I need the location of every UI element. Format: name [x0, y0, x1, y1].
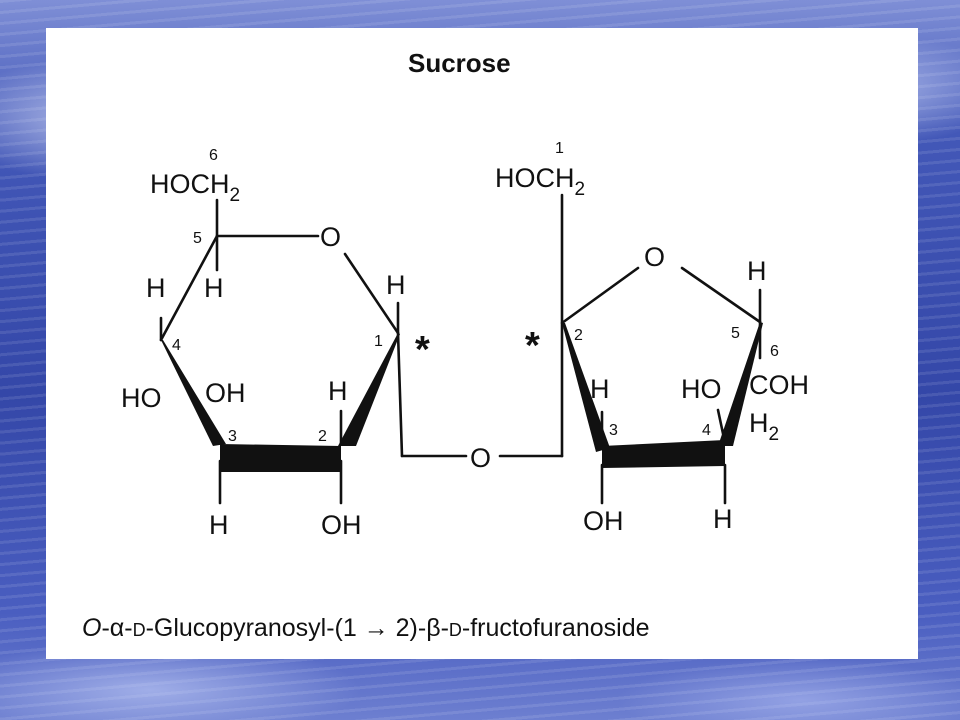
fructose-ring-oxygen: O: [644, 242, 665, 272]
glycosidic-oxygen: O: [470, 443, 491, 473]
fructose-c2-label: 2: [574, 327, 583, 344]
fructose-h-c4-bottom: H: [713, 504, 733, 534]
glucose-oh-c3: OH: [205, 378, 246, 408]
glucose-c4-label: 4: [172, 337, 181, 354]
fructose-h-c3: H: [590, 374, 610, 404]
fructose-h-c5: H: [747, 256, 767, 286]
fructose-c5-label: 5: [731, 325, 740, 342]
title: Sucrose: [408, 48, 511, 78]
bond-c2-ring-o: [560, 266, 640, 325]
glucose-ho-c4: HO: [121, 383, 162, 413]
diagram-panel: [46, 28, 918, 659]
wedge-c3-c2: [220, 444, 341, 472]
fructose-c1-label: 1: [555, 140, 564, 157]
iupac-name-caption: O-α-D-Glucopyranosyl-(1 → 2)-β-D-fructof…: [82, 614, 650, 642]
glucose-c2-label: 2: [318, 428, 327, 445]
wedge-c4-c5: [718, 322, 763, 446]
anomeric-marker-glucose: *: [415, 329, 430, 371]
glucose-c1-label: 1: [374, 333, 383, 350]
bond-ring-o-c1: [343, 252, 400, 335]
glucose-h-c1: H: [386, 270, 406, 300]
wedge-c2-c3: [562, 323, 610, 452]
glucose-ring-oxygen: O: [320, 222, 341, 252]
fructose-oh-c3-bottom: OH: [583, 506, 624, 536]
fructose-c3-label: 3: [609, 422, 618, 439]
glucose-c3-label: 3: [228, 428, 237, 445]
glucose-h-c3-bottom: H: [209, 510, 229, 540]
wedge-c3-c4: [602, 440, 725, 468]
wedge-bonds: [161, 322, 763, 472]
glucose-c5-label: 5: [193, 230, 202, 247]
wedge-c4-c3: [161, 340, 226, 446]
bond-ring-o-c5: [680, 266, 762, 324]
bond-c5-c4: [159, 234, 219, 342]
bond-c1-glycosidic: [396, 331, 404, 458]
glucose-oh-c2-bottom: OH: [321, 510, 362, 540]
fructose-c6-label: 6: [770, 343, 779, 360]
glucose-h-c2: H: [328, 376, 348, 406]
anomeric-marker-fructose: *: [525, 325, 540, 367]
bond-lines: [159, 193, 762, 505]
glucose-h-c4: H: [146, 273, 166, 303]
glucose-c6-label: 6: [209, 147, 218, 164]
fructose-c6-group: COH: [749, 370, 809, 400]
fructose-c4-label: 4: [702, 422, 711, 439]
glucose-h-c5: H: [204, 273, 224, 303]
fructose-ho-c4: HO: [681, 374, 722, 404]
glucose-c6-group: HOCH2: [150, 169, 240, 206]
fructose-c1-group: HOCH2: [495, 163, 585, 200]
wedge-c2-c1: [338, 333, 400, 446]
fructose-c6-h2: H2: [749, 408, 779, 445]
